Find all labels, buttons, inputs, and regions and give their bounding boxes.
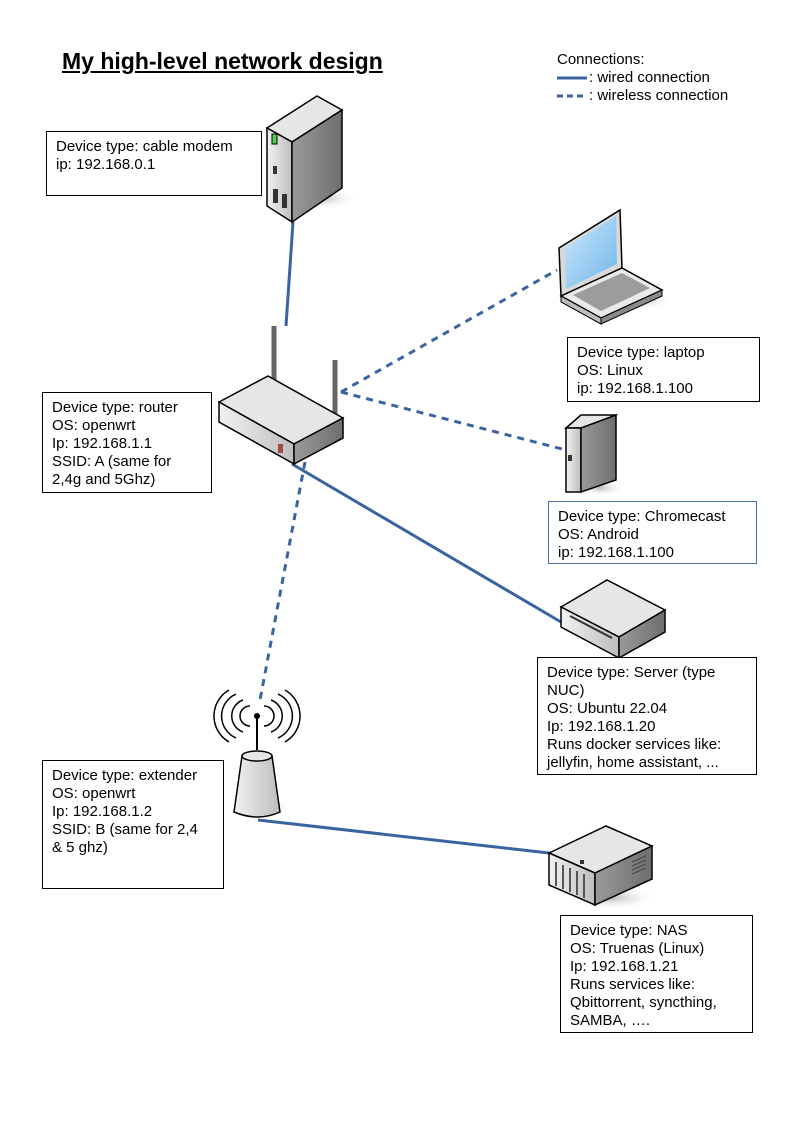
nas-icon [547, 825, 658, 910]
wired-line-swatch [557, 76, 587, 80]
extender-icon [213, 689, 301, 818]
nas-info-box: Device type: NAS OS: Truenas (Linux) Ip:… [560, 915, 753, 1033]
chromecast-icon [563, 413, 626, 496]
extender-line: Device type: extender [52, 767, 198, 784]
legend: Connections: : wired connection : wirele… [557, 51, 728, 105]
legend-wired-row: : wired connection [557, 69, 728, 87]
extender-line: SSID: B (same for 2,4 [52, 821, 198, 838]
chromecast-line: OS: Android [558, 526, 639, 543]
server-line: Device type: Server (type [547, 664, 716, 681]
server-line: Runs docker services like: [547, 736, 722, 753]
server-line: jellyfin, home assistant, ... [547, 754, 719, 771]
legend-wireless-label: : wireless connection [589, 87, 729, 104]
nas-line: SAMBA, …. [570, 1012, 651, 1029]
nas-line: Qbittorrent, syncthing, [570, 994, 717, 1011]
link-extender-nas [257, 818, 550, 855]
link-modem-router [284, 221, 295, 327]
modem-line: Device type: cable modem [56, 138, 233, 155]
link-router-chromecast [340, 390, 567, 452]
server-line: NUC) [547, 682, 585, 699]
extender-line: & 5 ghz) [52, 839, 108, 856]
modem-info-box: Device type: cable modem ip: 192.168.0.1 [46, 131, 262, 196]
server-info-box: Device type: Server (type NUC) OS: Ubunt… [537, 657, 757, 775]
page-title: My high-level network design [62, 48, 383, 74]
router-info-box: Device type: router OS: openwrt Ip: 192.… [42, 392, 212, 493]
cable-modem-icon [265, 95, 358, 224]
router-line: Ip: 192.168.1.1 [52, 435, 153, 452]
legend-wired-label: : wired connection [589, 69, 710, 86]
server-line: Ip: 192.168.1.20 [547, 718, 656, 735]
laptop-line: Device type: laptop [577, 344, 705, 361]
nas-line: Ip: 192.168.1.21 [570, 958, 679, 975]
wireless-line-swatch [557, 94, 587, 98]
server-line: OS: Ubuntu 22.04 [547, 700, 668, 717]
legend-heading: Connections: [557, 51, 645, 68]
modem-line: ip: 192.168.0.1 [56, 156, 156, 173]
legend-wireless-row: : wireless connection [557, 87, 728, 105]
router-icon [217, 326, 345, 466]
nas-line: Device type: NAS [570, 922, 688, 939]
laptop-line: ip: 192.168.1.100 [577, 380, 693, 397]
router-line: SSID: A (same for [52, 453, 172, 470]
router-line: 2,4g and 5Ghz) [52, 471, 156, 488]
server-icon [559, 579, 667, 660]
extender-info-box: Device type: extender OS: openwrt Ip: 19… [42, 760, 224, 889]
chromecast-line: ip: 192.168.1.100 [558, 544, 674, 561]
link-router-server [291, 462, 562, 624]
router-line: OS: openwrt [52, 417, 136, 434]
extender-line: Ip: 192.168.1.2 [52, 803, 153, 820]
nas-line: Runs services like: [570, 976, 696, 993]
laptop-info-box: Device type: laptop OS: Linux ip: 192.16… [567, 337, 760, 402]
laptop-icon [558, 208, 674, 325]
chromecast-info-box: Device type: Chromecast OS: Android ip: … [548, 501, 757, 564]
link-router-laptop [340, 268, 558, 394]
chromecast-line: Device type: Chromecast [558, 508, 726, 525]
nas-line: OS: Truenas (Linux) [570, 940, 705, 957]
extender-line: OS: openwrt [52, 785, 136, 802]
laptop-line: OS: Linux [577, 362, 643, 379]
router-line: Device type: router [52, 399, 178, 416]
link-router-extender [258, 461, 307, 701]
